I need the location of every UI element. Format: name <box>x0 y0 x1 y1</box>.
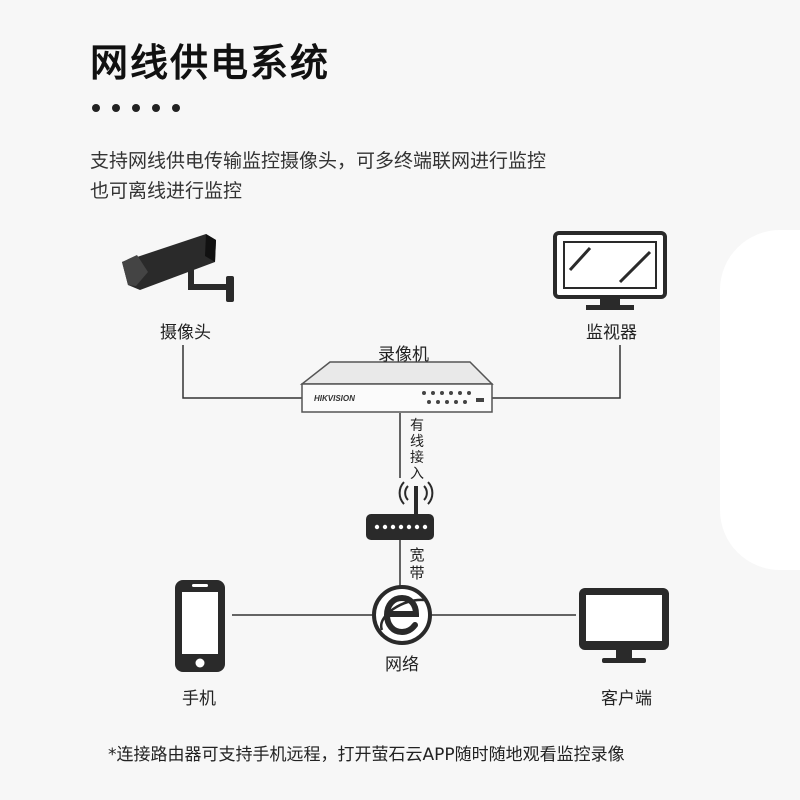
client-label: 客户端 <box>601 689 652 709</box>
camera-icon <box>122 234 234 302</box>
title-dots <box>92 104 180 112</box>
dot <box>92 104 100 112</box>
monitor-recorder-line <box>492 345 621 399</box>
description: 支持网线供电传输监控摄像头，可多终端联网进行监控 也可离线进行监控 <box>90 146 546 206</box>
camera-label: 摄像头 <box>160 323 211 343</box>
phone-icon <box>175 580 225 672</box>
network-icon <box>372 585 432 645</box>
page-title: 网线供电系统 <box>90 41 331 85</box>
phone-label: 手机 <box>182 689 216 709</box>
recorder-brand: HIKVISION <box>314 394 355 403</box>
dot <box>152 104 160 112</box>
recorder-label: 录像机 <box>378 345 429 365</box>
description-line-1: 支持网线供电传输监控摄像头，可多终端联网进行监控 <box>90 150 547 172</box>
connection-lines <box>182 345 621 616</box>
network-label: 网络 <box>385 655 419 675</box>
dot <box>132 104 140 112</box>
dot <box>112 104 120 112</box>
monitor-label: 监视器 <box>586 323 637 343</box>
dot <box>172 104 180 112</box>
router-icon <box>366 481 434 540</box>
background-blob <box>720 230 800 570</box>
description-line-2: 也可离线进行监控 <box>90 180 243 202</box>
camera-recorder-line <box>182 345 302 399</box>
recorder-icon <box>299 361 494 413</box>
client-computer-icon <box>579 588 669 663</box>
wired-access-label: 有线接入 <box>410 418 424 482</box>
monitor-icon <box>553 231 667 310</box>
broadband-label: 宽带 <box>409 546 425 582</box>
footnote: *连接路由器可支持手机远程，打开萤石云APP随时随地观看监控录像 <box>108 745 625 765</box>
